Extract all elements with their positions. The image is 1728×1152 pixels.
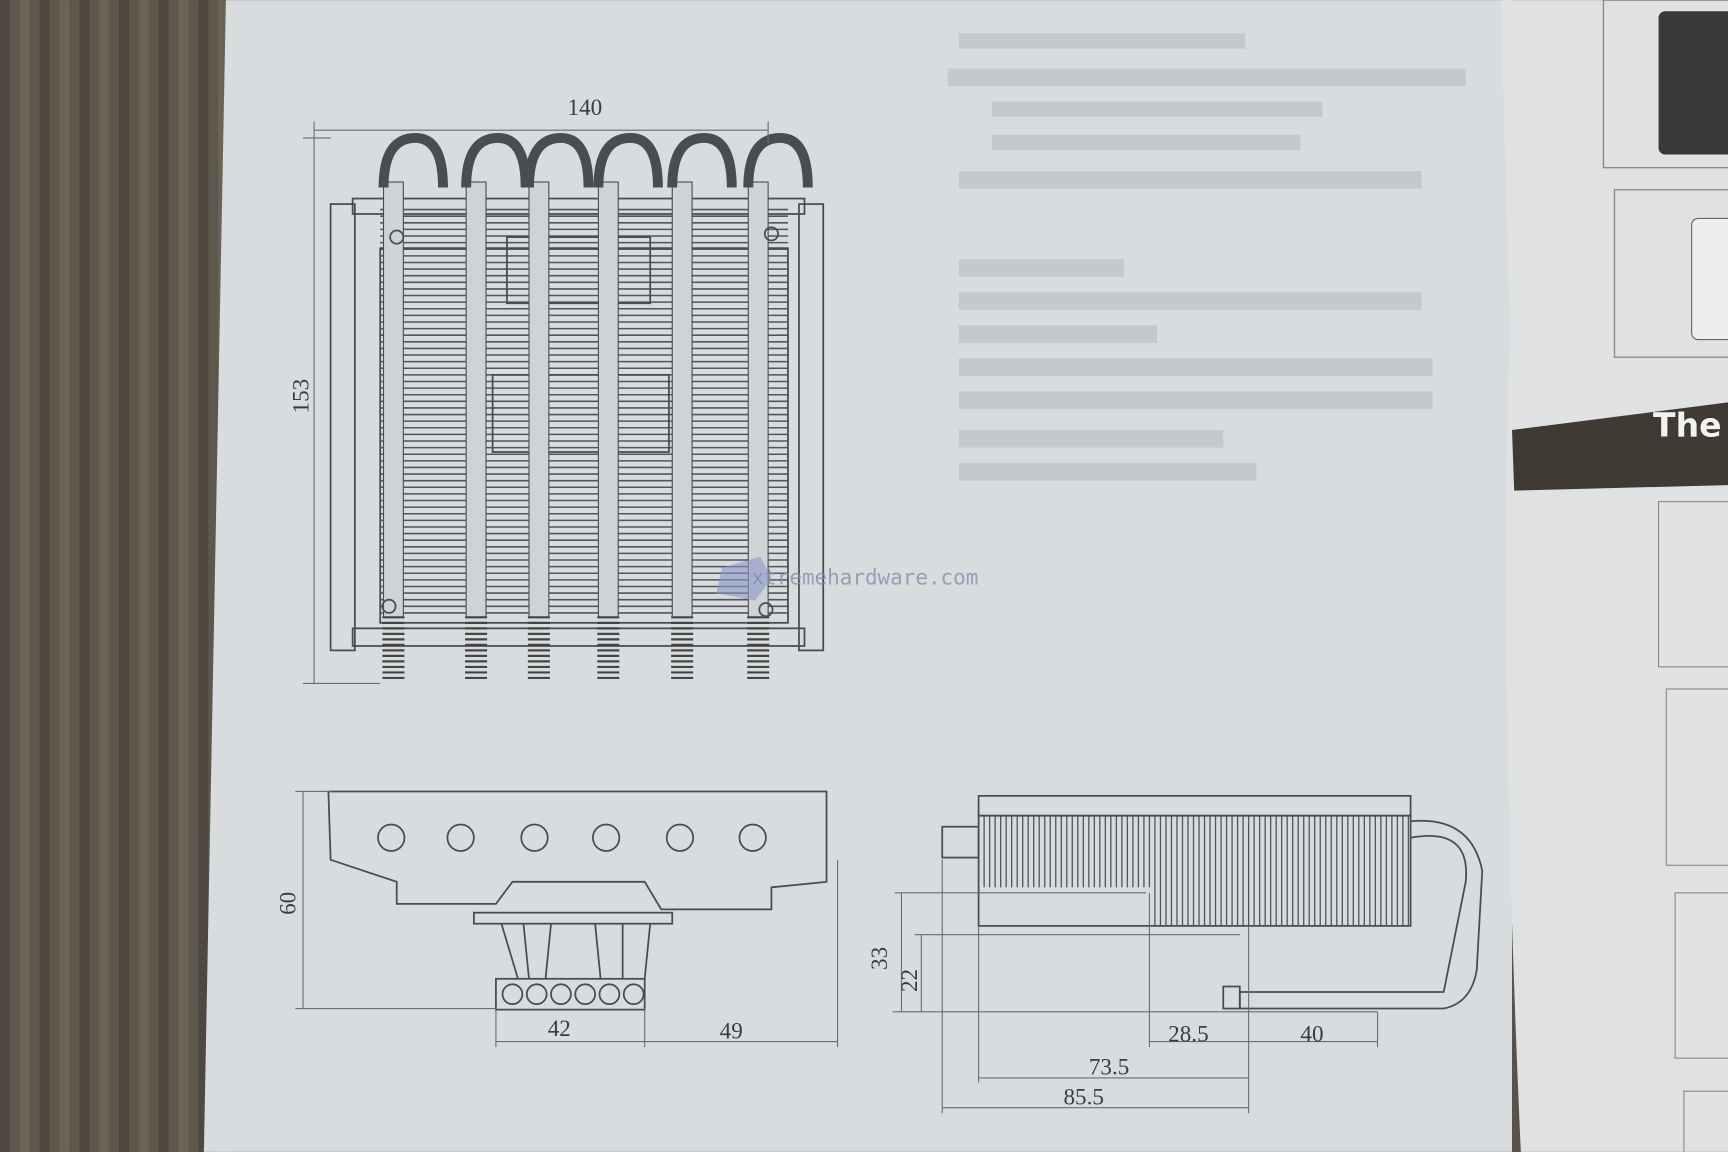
right-page — [1500, 0, 1728, 1152]
right-page-banner-text: The — [1653, 406, 1721, 445]
watermark-text: xtremehardware.com — [752, 565, 979, 589]
dim-base-42: 42 — [548, 1016, 571, 1042]
heatpipe — [671, 181, 693, 618]
wicker-strand — [19, 0, 30, 1152]
wicker-strand — [119, 0, 129, 1152]
heatpipe — [465, 181, 487, 618]
wicker-strand — [0, 0, 10, 1152]
base-pipe — [525, 983, 548, 1006]
dim-width-85-5: 85.5 — [1063, 1084, 1103, 1110]
heatpipe-bend — [524, 132, 594, 188]
front-view-drawing: 60 42 49 — [275, 790, 839, 1048]
wicker-background — [0, 0, 254, 1152]
pipe-socket — [665, 823, 695, 852]
dim-offset-49: 49 — [720, 1018, 743, 1044]
heatpipe-bend — [667, 132, 737, 188]
dim-height-60: 60 — [275, 892, 301, 915]
wicker-strand — [99, 0, 110, 1152]
pipe-socket — [592, 823, 621, 852]
dim-width-28-5: 28.5 — [1168, 1022, 1208, 1048]
dim-width-73-5: 73.5 — [1089, 1055, 1129, 1081]
heatpipe-bend — [593, 132, 663, 188]
dim-width-140: 140 — [568, 95, 603, 121]
base-pipe — [622, 983, 645, 1006]
dim-height-22: 22 — [897, 969, 923, 992]
pipe-socket — [446, 823, 475, 852]
heatpipe — [597, 181, 619, 618]
heatpipe — [382, 181, 404, 618]
base-pipe — [574, 983, 596, 1006]
heatpipe — [747, 181, 769, 618]
right-page-content: The — [1512, 0, 1728, 1152]
dim-width-40: 40 — [1300, 1022, 1323, 1048]
pipe-socket — [377, 823, 406, 852]
pipe-socket — [520, 823, 549, 852]
bleed-through-text — [947, 33, 1466, 481]
top-view-drawing: 140 153 — [289, 95, 825, 684]
heatpipe-bend — [378, 132, 448, 188]
base-pipe — [501, 983, 524, 1006]
heatpipe-bend — [743, 132, 813, 188]
wicker-strand — [138, 0, 149, 1152]
heatpipe — [528, 181, 550, 618]
base-pipe — [598, 983, 621, 1006]
wicker-strand — [79, 0, 90, 1152]
dim-height-153: 153 — [289, 379, 315, 414]
heatpipe-bend — [461, 132, 531, 188]
watermark-logo-icon — [716, 556, 772, 601]
side-view-drawing: 33 22 28.5 40 73.5 85.5 — [867, 794, 1484, 1114]
wicker-strand — [198, 0, 209, 1152]
wicker-strand — [39, 0, 50, 1152]
watermark: xtremehardware.com — [716, 556, 979, 601]
wicker-strand — [178, 0, 189, 1152]
wicker-strand — [158, 0, 169, 1152]
pipe-socket — [738, 823, 767, 852]
base-pipe — [550, 983, 572, 1006]
dim-height-33: 33 — [867, 947, 893, 970]
wicker-strand — [59, 0, 70, 1152]
